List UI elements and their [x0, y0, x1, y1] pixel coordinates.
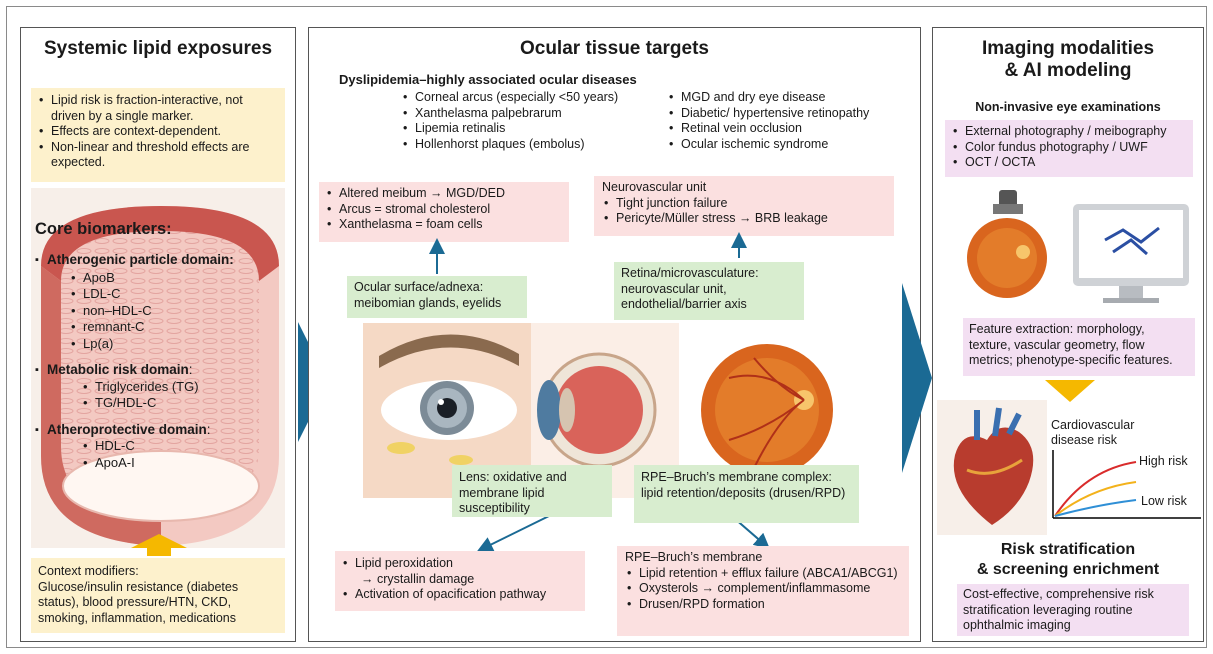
metabolic-domain-colon: : — [189, 362, 193, 377]
heart-illustration — [937, 400, 1047, 535]
chart-label-line2: disease risk — [1051, 433, 1134, 448]
panel-ocular-targets: Ocular tissue targets Dyslipidemia–highl… — [308, 27, 921, 642]
biomarker-item: ApoB — [35, 270, 285, 287]
protective-domain-colon: : — [207, 422, 211, 437]
biomarker-item: remnant-C — [35, 319, 285, 336]
high-risk-label: High risk — [1139, 454, 1188, 468]
chart-label-line1: Cardiovascular — [1051, 418, 1134, 433]
note-item: Non-linear and threshold effects are exp… — [37, 140, 279, 171]
ocular-surface-box: Ocular surface/adnexa: meibomian glands,… — [347, 276, 527, 318]
exams-box: External photography / meibography Color… — [945, 120, 1193, 177]
lens-line1: Lipid peroxidation — [355, 556, 453, 570]
exam-item: Color fundus photography / UWF — [951, 140, 1187, 156]
rpe-mechanisms-box: RPE–Bruch’s membrane Lipid retention + e… — [617, 546, 909, 636]
risk-title-line2: & screening enrichment — [933, 559, 1203, 581]
imaging-devices-illustration — [933, 180, 1205, 310]
panel-title: Systemic lipid exposures — [21, 38, 295, 60]
biomarker-item: ApoA-I — [35, 455, 285, 472]
mechanism-item: Lipid peroxidation → crystallin damage — [341, 556, 579, 587]
protective-domain-label: Atheroprotective domain: — [35, 422, 285, 439]
risk-text-box: Cost-effective, comprehensive risk strat… — [957, 584, 1189, 636]
exam-item: External photography / meibography — [951, 124, 1187, 140]
lipid-notes-list: Lipid risk is fraction-interactive, not … — [37, 93, 279, 171]
mechanism-item: Activation of opacification pathway — [341, 587, 579, 603]
atherogenic-domain-label: Atherogenic particle domain: — [35, 252, 285, 269]
low-risk-label: Low risk — [1141, 494, 1187, 508]
biomarker-item: LDL-C — [35, 286, 285, 303]
chart-label: Cardiovascular disease risk — [1051, 418, 1134, 448]
lens-box: Lens: oxidative and membrane lipid susce… — [452, 465, 612, 517]
retina-box: Retina/microvasculature: neurovascular u… — [614, 262, 804, 320]
panel-imaging-ai: Imaging modalities & AI modeling Non-inv… — [932, 27, 1204, 642]
exams-subtitle: Non-invasive eye examinations — [933, 100, 1203, 114]
feature-extraction-box: Feature extraction: morphology, texture,… — [963, 318, 1195, 376]
mechanism-item: Drusen/RPD formation — [625, 597, 901, 613]
panel-title-line1: Imaging modalities — [933, 38, 1203, 60]
rpe-bruch-box: RPE–Bruch’s membrane complex: lipid rete… — [634, 465, 859, 523]
context-modifiers-box: Context modifiers: Glucose/insulin resis… — [31, 558, 285, 633]
note-item: Effects are context-dependent. — [37, 124, 279, 140]
biomarker-item: Triglycerides (TG) — [35, 379, 285, 396]
context-text: Glucose/insulin resistance (diabetes sta… — [38, 580, 278, 627]
biomarker-item: Lp(a) — [35, 336, 285, 353]
metabolic-domain-text: Metabolic risk domain — [47, 362, 189, 377]
rpe-title: RPE–Bruch’s membrane — [625, 550, 901, 566]
exam-item: OCT / OCTA — [951, 155, 1187, 171]
panel-systemic-lipid: Systemic lipid exposures Lipid risk is f… — [20, 27, 296, 642]
mechanism-item: Lipid retention + efflux failure (ABCA1/… — [625, 566, 901, 582]
note-item: Lipid risk is fraction-interactive, not … — [37, 93, 279, 124]
core-biomarkers: Core biomarkers: Atherogenic particle do… — [35, 218, 285, 471]
lipid-notes-box: Lipid risk is fraction-interactive, not … — [31, 88, 285, 182]
risk-title-line1: Risk stratification — [933, 539, 1203, 561]
context-title: Context modifiers: — [38, 564, 278, 580]
metabolic-domain-label: Metabolic risk domain: — [35, 362, 285, 379]
biomarker-item: TG/HDL-C — [35, 395, 285, 412]
biomarker-item: non–HDL-C — [35, 303, 285, 320]
biomarker-item: HDL-C — [35, 438, 285, 455]
down-arrow-icon — [1045, 380, 1095, 402]
lens-mechanisms-box: Lipid peroxidation → crystallin damage Ac… — [335, 551, 585, 611]
core-biomarkers-title: Core biomarkers: — [35, 218, 285, 240]
flow-arrow-icon — [902, 283, 932, 473]
mechanism-item: Oxysterols → complement/inflammasome — [625, 581, 901, 597]
up-arrow-icon — [129, 534, 189, 556]
panel-title-line2: & AI modeling — [933, 60, 1203, 82]
protective-domain-text: Atheroprotective domain — [47, 422, 207, 437]
lens-line2: → crystallin damage — [355, 572, 474, 586]
